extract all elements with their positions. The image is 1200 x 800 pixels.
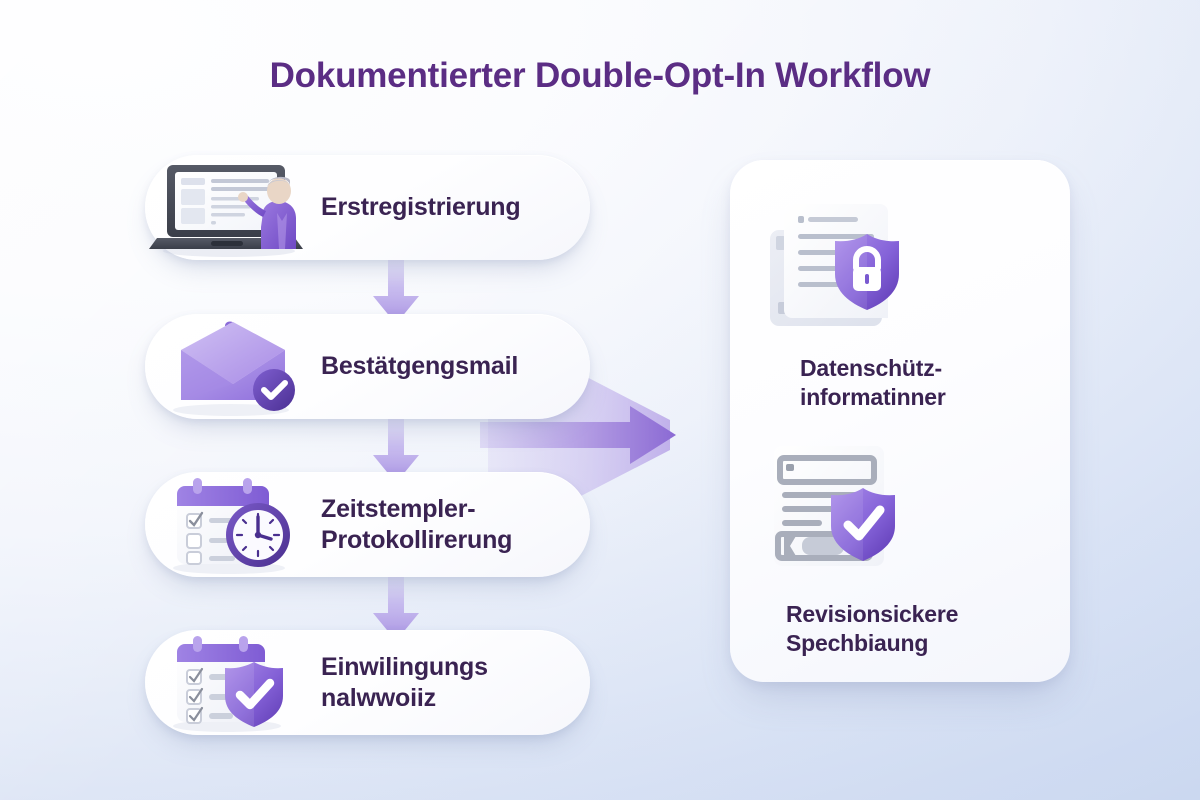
step-card-2-line1: Bestätgengsmail <box>321 352 519 381</box>
step-card-1-line1: Erstregistrierung <box>321 193 521 222</box>
step-card-4-line1: Einwilingungs <box>321 653 488 681</box>
outcome-item-2-line1: Revisionsickere <box>786 601 959 627</box>
clipboard-shield-icon <box>151 630 321 735</box>
outcome-item-1-line2: informatinner <box>800 384 946 411</box>
document-lock-shield-icon <box>758 190 933 345</box>
outcome-item-2[interactable]: Revisionsickere Spechbiaung <box>730 428 1070 676</box>
step-card-1[interactable]: Erstregistrierung <box>145 155 590 260</box>
step-card-4-line2: nalwwoiiz <box>321 683 436 712</box>
step-card-1-label: Erstregistrierung <box>321 192 590 223</box>
flow-arrow-down-3 <box>369 569 423 645</box>
document-check-shield-icon <box>758 436 933 591</box>
outcome-item-1-line1: Datenschütz- <box>800 355 943 381</box>
step-card-3-label: Zeitstempler- Protokollirerung <box>321 494 590 555</box>
step-card-2[interactable]: Bestätgengsmail <box>145 314 590 419</box>
step-card-2-label: Bestätgengsmail <box>321 351 590 382</box>
page-title: Dokumentierter Double-Opt-In Workflow <box>269 56 931 95</box>
outcome-item-2-line2: Spechbiaung <box>786 630 929 657</box>
step-card-3-line2: Protokollirerung <box>321 525 513 554</box>
step-card-3[interactable]: Zeitstempler- Protokollirerung <box>145 472 590 577</box>
envelope-check-icon <box>151 314 321 419</box>
step-card-3-line1: Zeitstempler- <box>321 495 476 523</box>
step-card-4[interactable]: Einwilingungs nalwwoiiz <box>145 630 590 735</box>
step-card-4-label: Einwilingungs nalwwoiiz <box>321 652 590 713</box>
outcome-item-2-label: Revisionsickere Spechbiaung <box>786 600 1064 659</box>
outcome-item-1[interactable]: Datenschütz- informatinner <box>730 182 1070 430</box>
flow-arrow-down-2 <box>369 411 423 487</box>
outcome-item-1-label: Datenschütz- informatinner <box>800 354 1064 413</box>
clipboard-clock-icon <box>151 472 321 577</box>
flow-arrow-down-1 <box>369 252 423 328</box>
outcome-panel: Datenschütz- informatinner <box>730 160 1070 682</box>
laptop-person-icon <box>149 155 321 260</box>
